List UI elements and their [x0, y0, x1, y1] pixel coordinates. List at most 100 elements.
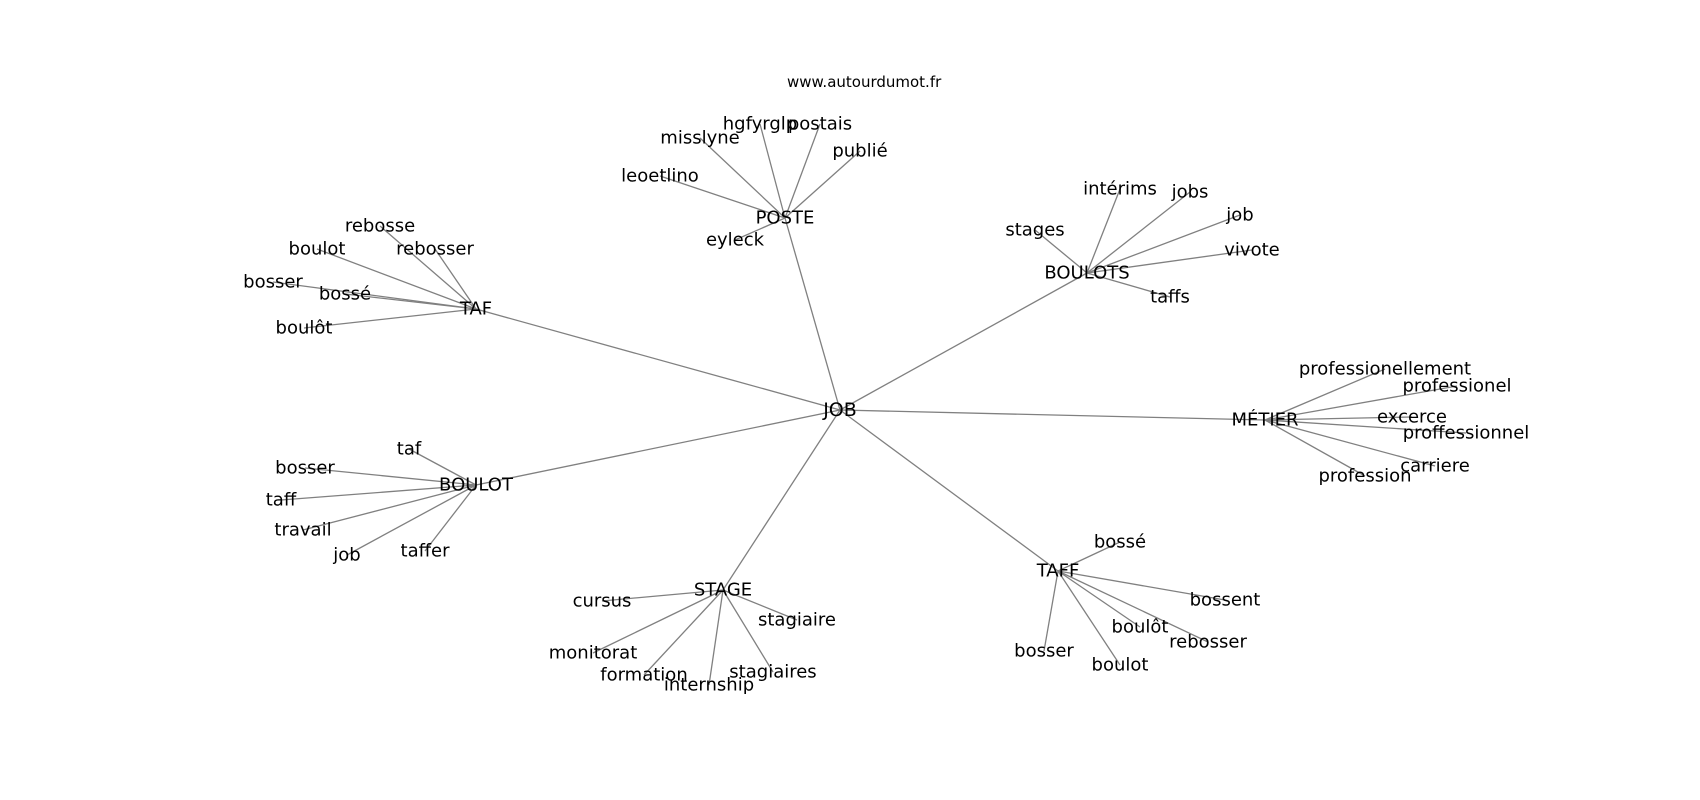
edge-taff-boulot — [1057, 570, 1141, 628]
leaf-node-poste-hgfyrglp: hgfyrglp — [723, 114, 797, 135]
leaf-node-metier-professionel: professionel — [1402, 376, 1511, 397]
leaf-node-taf-bosse: bossé — [319, 284, 371, 305]
leaf-node-boulot-job: job — [332, 545, 360, 566]
leaf-node-taf-rebosse: rebosse — [345, 216, 415, 237]
leaf-node-poste-misslyne: misslyne — [660, 128, 739, 149]
leaf-node-taf-boulot: boulôt — [276, 318, 333, 339]
edge-poste-publie — [784, 150, 861, 219]
leaf-node-metier-profession: profession — [1318, 466, 1411, 487]
edge-taff-bosser — [1043, 570, 1059, 652]
leaf-node-metier-professionellement: professionellement — [1299, 359, 1471, 380]
root-node-label: JOB — [822, 399, 857, 421]
edge-stage-internship — [708, 589, 724, 686]
leaf-node-boulot-taffer: taffer — [401, 541, 451, 562]
edge-taf-rebosse — [379, 225, 477, 310]
edge-poste-misslyne — [699, 137, 786, 219]
edge-stage-formation — [643, 589, 724, 676]
leaf-node-taff-rebosser: rebosser — [1169, 632, 1247, 653]
edge-taf-boulot — [303, 308, 477, 329]
leaf-node-taf-boulot: boulot — [289, 239, 346, 260]
leaf-node-boulot-taff: taff — [266, 490, 297, 511]
leaf-node-poste-postais: postais — [788, 114, 852, 135]
leaf-node-taff-boulot: boulôt — [1112, 617, 1169, 638]
edge-metier-excerce — [1264, 416, 1413, 421]
leaf-node-boulot-travail: travail — [274, 520, 331, 541]
leaf-node-stage-monitorat: monitorat — [549, 643, 638, 664]
leaf-node-poste-eyleck: eyleck — [706, 230, 765, 251]
edge-taf-boulot — [316, 248, 477, 310]
edge-boulots-taffs — [1086, 272, 1171, 298]
leaf-node-boulots-job: job — [1225, 205, 1253, 226]
edge-metier-professionel — [1264, 385, 1458, 421]
edge-boulot-taf — [408, 448, 477, 486]
edge-job-poste — [784, 217, 841, 411]
edge-stage-stagiaires — [722, 589, 774, 673]
graph-edges — [272, 123, 1467, 686]
edge-boulots-vivote — [1086, 249, 1253, 274]
leaf-node-taf-bosser: bosser — [243, 272, 303, 293]
leaf-node-metier-excerce: excerce — [1377, 407, 1447, 428]
leaf-node-taf-rebosser: rebosser — [396, 239, 474, 260]
leaf-node-poste-leoetlino: leoetlino — [621, 166, 699, 187]
leaf-node-taff-bosse: bossé — [1094, 532, 1146, 553]
edge-taff-boulot — [1057, 570, 1121, 666]
edge-stage-cursus — [601, 589, 724, 602]
leaf-node-boulots-taffs: taffs — [1150, 287, 1190, 308]
edge-stage-monitorat — [592, 589, 724, 654]
group-node-stage: STAGE — [694, 580, 752, 601]
edge-taf-rebosser — [434, 248, 477, 310]
edge-taff-bosse — [1057, 541, 1121, 572]
watermark: www.autourdumot.fr — [787, 73, 942, 91]
group-node-boulot: BOULOT — [439, 475, 514, 496]
leaf-node-taff-bosser: bosser — [1014, 641, 1074, 662]
edge-boulots-interims — [1086, 188, 1121, 274]
edge-poste-postais — [784, 123, 821, 219]
edge-boulot-taff — [280, 484, 477, 501]
edge-job-stage — [722, 409, 841, 591]
edge-metier-profession — [1264, 419, 1366, 477]
leaf-node-boulot-bosser: bosser — [275, 458, 335, 479]
group-node-taf: TAF — [459, 299, 492, 320]
edge-boulot-job — [346, 484, 477, 556]
leaf-node-poste-publie: publié — [832, 141, 887, 162]
leaf-node-stage-formation: formation — [600, 665, 687, 686]
edge-boulots-job — [1086, 214, 1241, 274]
leaf-node-boulots-interims: intérims — [1083, 179, 1157, 200]
edge-job-boulot — [475, 409, 841, 486]
leaf-node-taff-boulot: boulot — [1092, 655, 1149, 676]
leaf-node-metier-proffessionnel: proffessionnel — [1403, 423, 1530, 444]
edge-job-boulots — [839, 272, 1088, 411]
leaf-node-boulots-jobs: jobs — [1171, 182, 1209, 203]
edge-boulot-travail — [302, 484, 477, 531]
group-node-poste: POSTE — [756, 208, 815, 229]
leaf-node-stage-cursus: cursus — [573, 591, 632, 612]
edge-taff-rebosser — [1057, 570, 1209, 643]
edge-metier-carriere — [1264, 419, 1436, 467]
edge-poste-eyleck — [734, 217, 786, 241]
leaf-node-stage-internship: internship — [664, 675, 754, 696]
edge-poste-hgfyrglp — [759, 123, 786, 219]
edge-boulot-bosser — [304, 467, 477, 486]
leaf-node-stage-stagiaires: stagiaires — [729, 662, 816, 683]
edge-job-metier — [839, 409, 1266, 421]
group-node-metier: MÉTIER — [1231, 409, 1298, 431]
edge-boulots-jobs — [1086, 191, 1191, 274]
leaf-node-boulots-vivote: vivote — [1224, 240, 1279, 261]
edge-job-taf — [475, 308, 841, 411]
edge-taff-bossent — [1057, 570, 1226, 601]
group-node-boulots: BOULOTS — [1044, 263, 1129, 284]
leaf-node-boulots-stages: stages — [1005, 220, 1064, 241]
edge-metier-professionellement — [1264, 368, 1386, 421]
edge-stage-stagiaire — [722, 589, 798, 621]
leaf-node-boulot-taf: taf — [397, 439, 422, 460]
leaf-node-metier-carriere: carriere — [1400, 456, 1470, 477]
leaf-node-stage-stagiaire: stagiaire — [758, 610, 836, 631]
leaf-node-taff-bossent: bossent — [1190, 590, 1261, 611]
group-node-taff: TAFF — [1036, 561, 1080, 582]
edge-boulot-taffer — [424, 484, 477, 552]
edge-boulots-stages — [1034, 229, 1088, 274]
edge-job-taff — [839, 409, 1059, 572]
edge-poste-leoetlino — [659, 175, 786, 219]
